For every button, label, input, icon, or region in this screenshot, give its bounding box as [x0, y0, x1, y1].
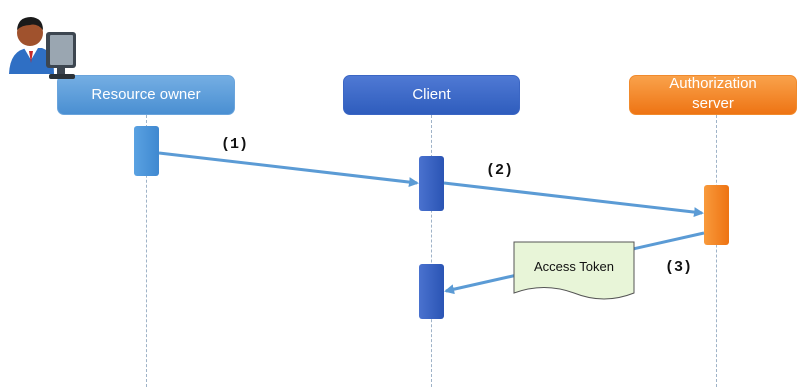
- user-at-computer-icon: [9, 17, 76, 79]
- client-activation-1: [419, 156, 444, 211]
- step-2-label: (2): [486, 162, 514, 179]
- message-1-arrow: [158, 151, 419, 188]
- resource-owner-box: Resource owner: [57, 75, 235, 115]
- authorization-server-activation: [704, 185, 729, 245]
- client-box: Client: [343, 75, 520, 115]
- access-token-label: Access Token: [534, 259, 614, 274]
- step-1-label: (1): [221, 136, 249, 153]
- client-label: Client: [412, 86, 451, 103]
- client-activation-2: [419, 264, 444, 319]
- authorization-server-label-line2: server: [692, 95, 734, 112]
- message-2-arrow: [443, 181, 704, 218]
- authorization-server-label-line1: Authorization: [669, 75, 757, 92]
- client-lifeline: [431, 115, 432, 387]
- authorization-server-box: Authorization server: [629, 75, 797, 115]
- resource-owner-activation: [134, 126, 159, 176]
- note-shape: [513, 241, 635, 300]
- access-token-note: Access Token: [513, 241, 635, 300]
- step-3-label: (3): [665, 259, 693, 276]
- resource-owner-label: Resource owner: [91, 86, 201, 103]
- resource-owner-lifeline: [146, 115, 147, 387]
- authorization-server-lifeline: [716, 115, 717, 387]
